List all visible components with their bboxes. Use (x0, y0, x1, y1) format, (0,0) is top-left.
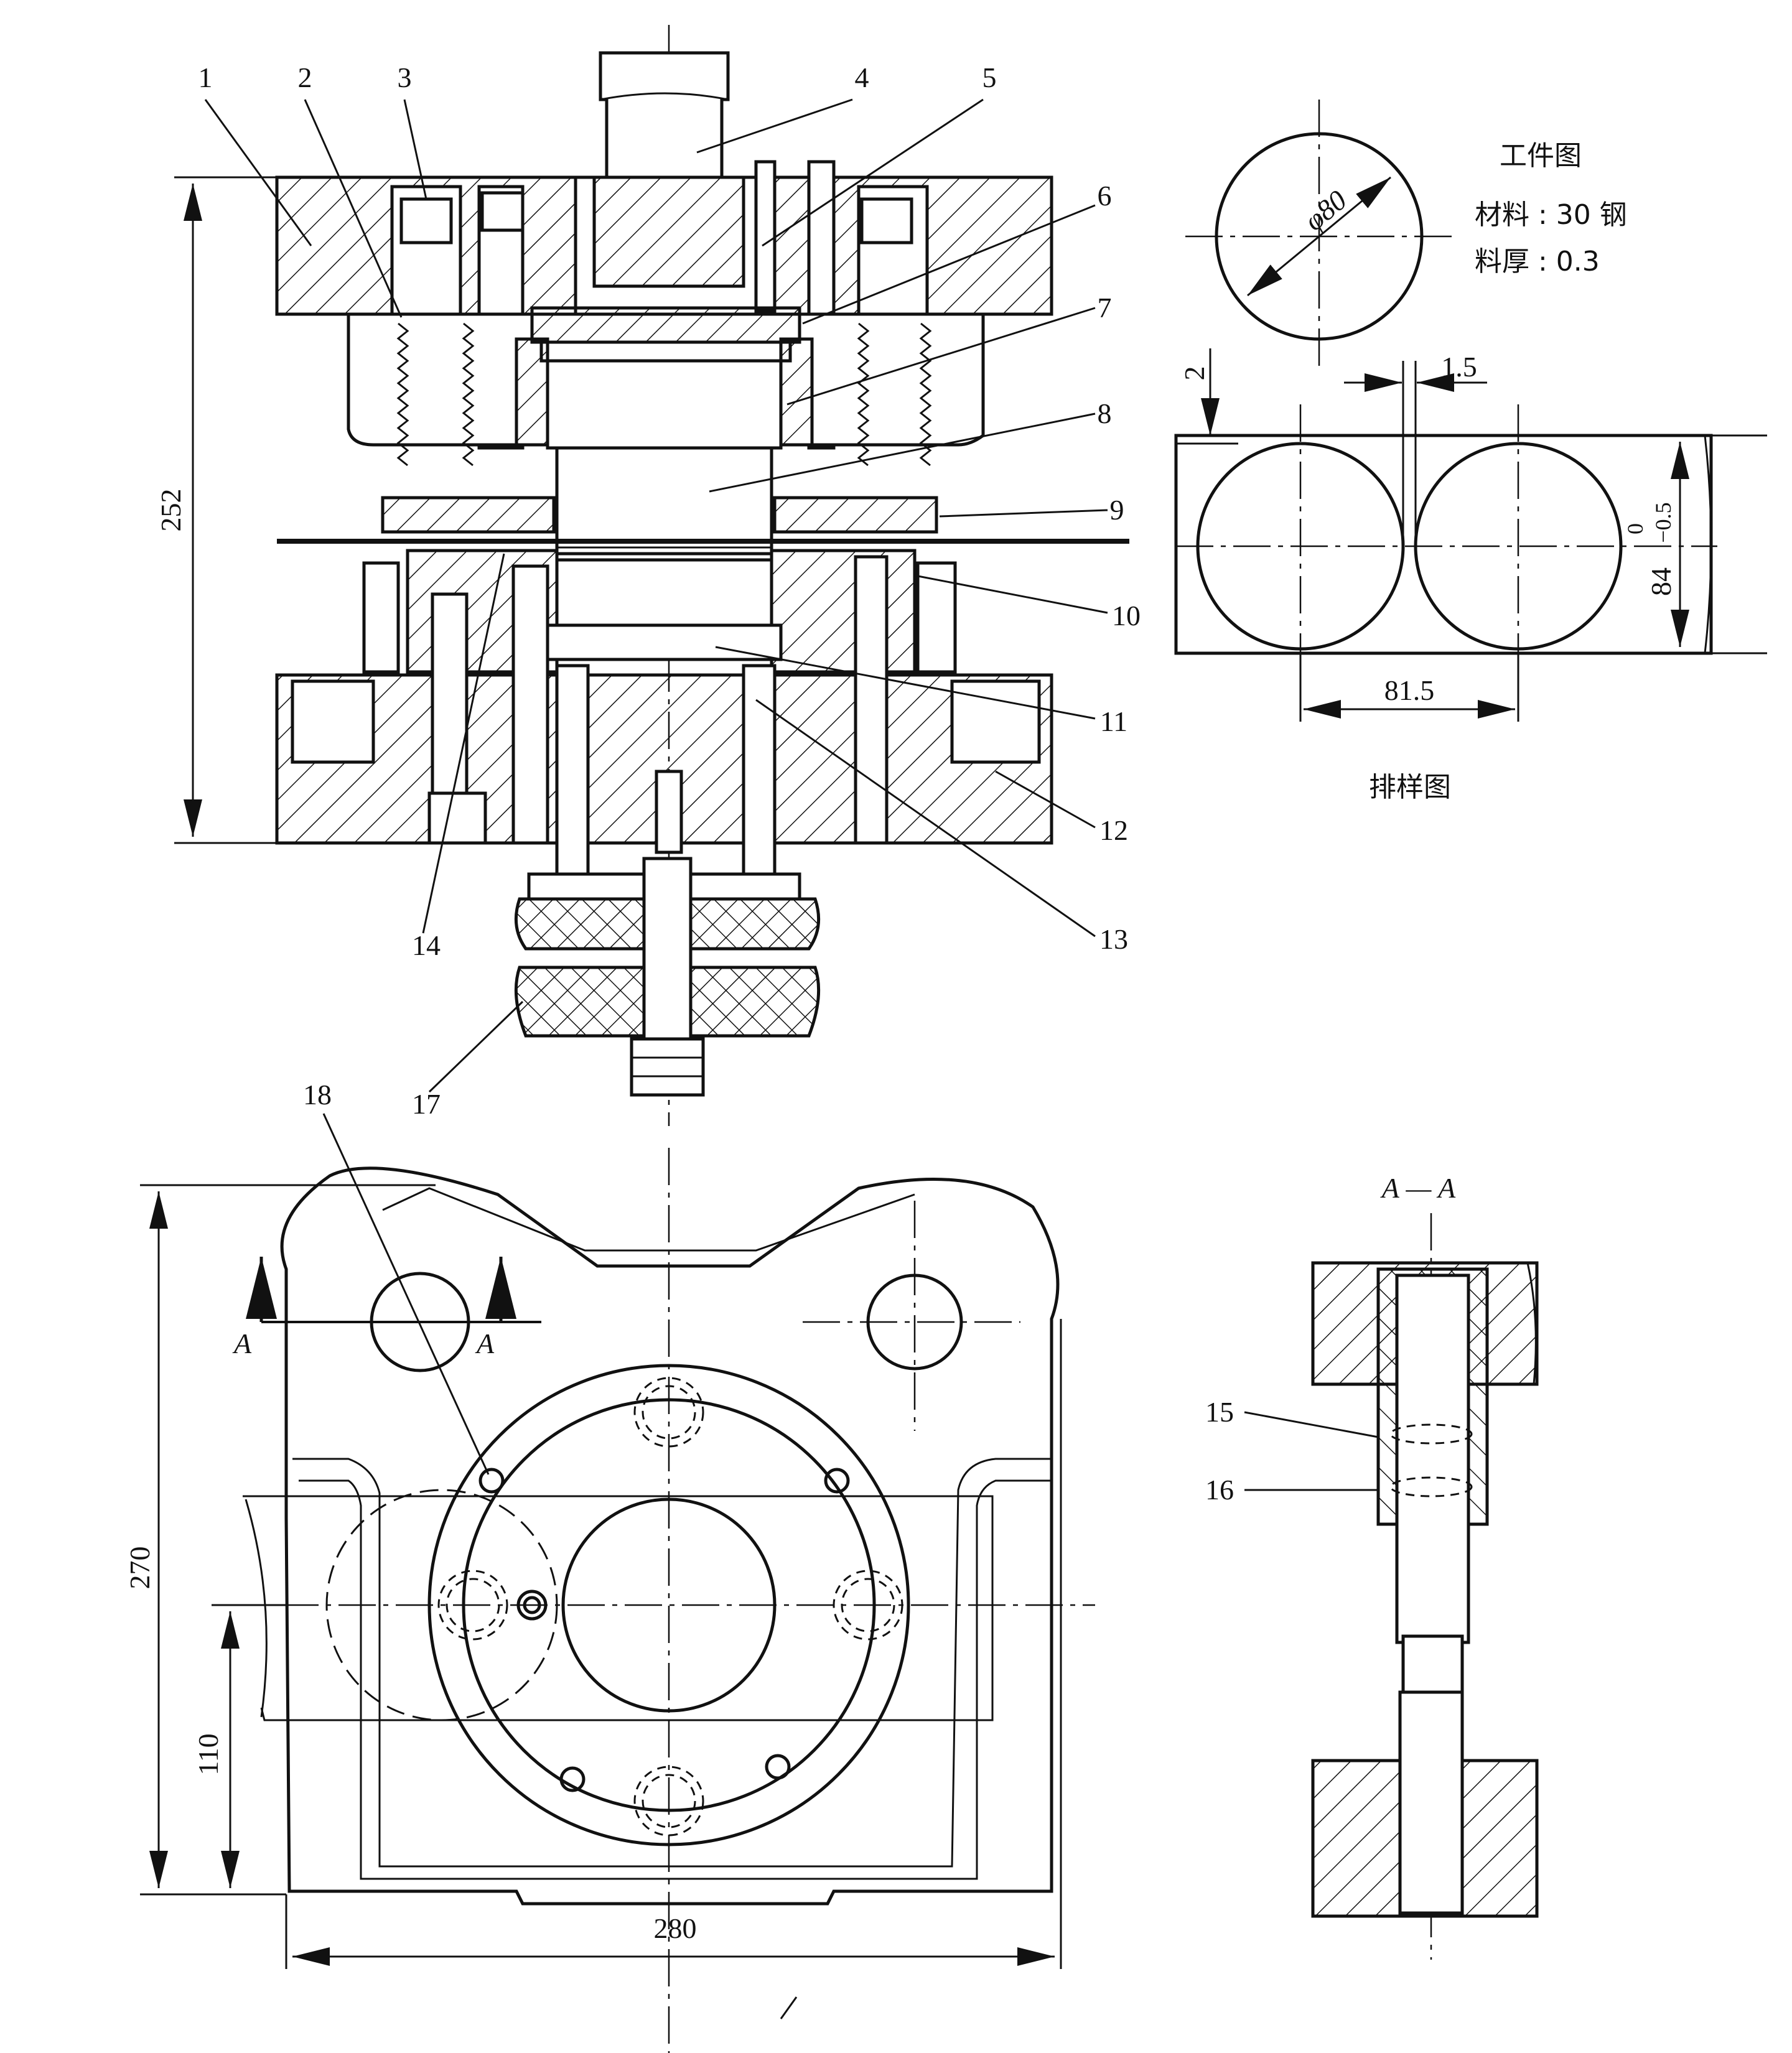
part-label-10: 10 (1112, 600, 1141, 631)
layout-title: 排样图 (1369, 771, 1451, 803)
part-label-12: 12 (1099, 814, 1128, 846)
part-label-18: 18 (303, 1079, 332, 1110)
section-mark-left: A (232, 1328, 252, 1359)
dim-phi80: φ80 (1298, 184, 1353, 237)
part-label-5: 5 (982, 62, 997, 93)
part-label-14: 14 (412, 929, 441, 961)
dim-280: 280 (654, 1912, 697, 1944)
dim-84-upper-tol: 0 (1623, 523, 1648, 534)
part-label-15: 15 (1205, 1396, 1234, 1428)
part-label-6: 6 (1098, 180, 1112, 212)
part-label-7: 7 (1098, 292, 1112, 324)
dim-252: 252 (155, 489, 187, 532)
plan-view: A A 18 270 110 280 (124, 1079, 1095, 2053)
workpiece-drawing: φ80 工件图 材料 : 30 钢 料厚 : 0.3 (1185, 100, 1627, 373)
workpiece-thickness: 料厚 : 0.3 (1475, 246, 1600, 277)
part-label-17: 17 (412, 1088, 441, 1120)
part-label-13: 13 (1099, 923, 1128, 955)
dim-2: 2 (1178, 366, 1210, 381)
main-section-view: 252 1 2 3 4 5 6 7 8 9 10 11 (155, 25, 1141, 1126)
dim-110: 110 (192, 1733, 224, 1775)
part-label-9: 9 (1110, 494, 1124, 526)
part-label-3: 3 (398, 62, 412, 93)
dim-84-lower-tol: −0.5 (1651, 502, 1676, 542)
part-label-2: 2 (298, 62, 312, 93)
workpiece-title: 工件图 (1500, 140, 1582, 172)
leaders (204, 98, 1108, 1093)
bolt-holes (437, 1377, 903, 1837)
section-title: A — A (1380, 1172, 1456, 1204)
dim-270: 270 (124, 1547, 156, 1590)
part-label-1: 1 (198, 62, 213, 93)
part-label-16: 16 (1205, 1474, 1234, 1506)
section-aa: A — A 15 16 (1205, 1172, 1539, 1960)
part-label-11: 11 (1100, 705, 1127, 737)
section-mark-right: A (475, 1328, 495, 1359)
part-label-8: 8 (1098, 398, 1112, 429)
dim-81-5: 81.5 (1384, 674, 1435, 706)
spring-left (396, 322, 932, 467)
part-label-4: 4 (855, 62, 869, 93)
strip-layout: 2 1.5 81.5 84 0 −0.5 排样图 (1174, 348, 1767, 803)
dim-1-5: 1.5 (1441, 351, 1477, 383)
dim-84: 84 (1645, 567, 1677, 596)
workpiece-material: 材料 : 30 钢 (1475, 199, 1627, 231)
